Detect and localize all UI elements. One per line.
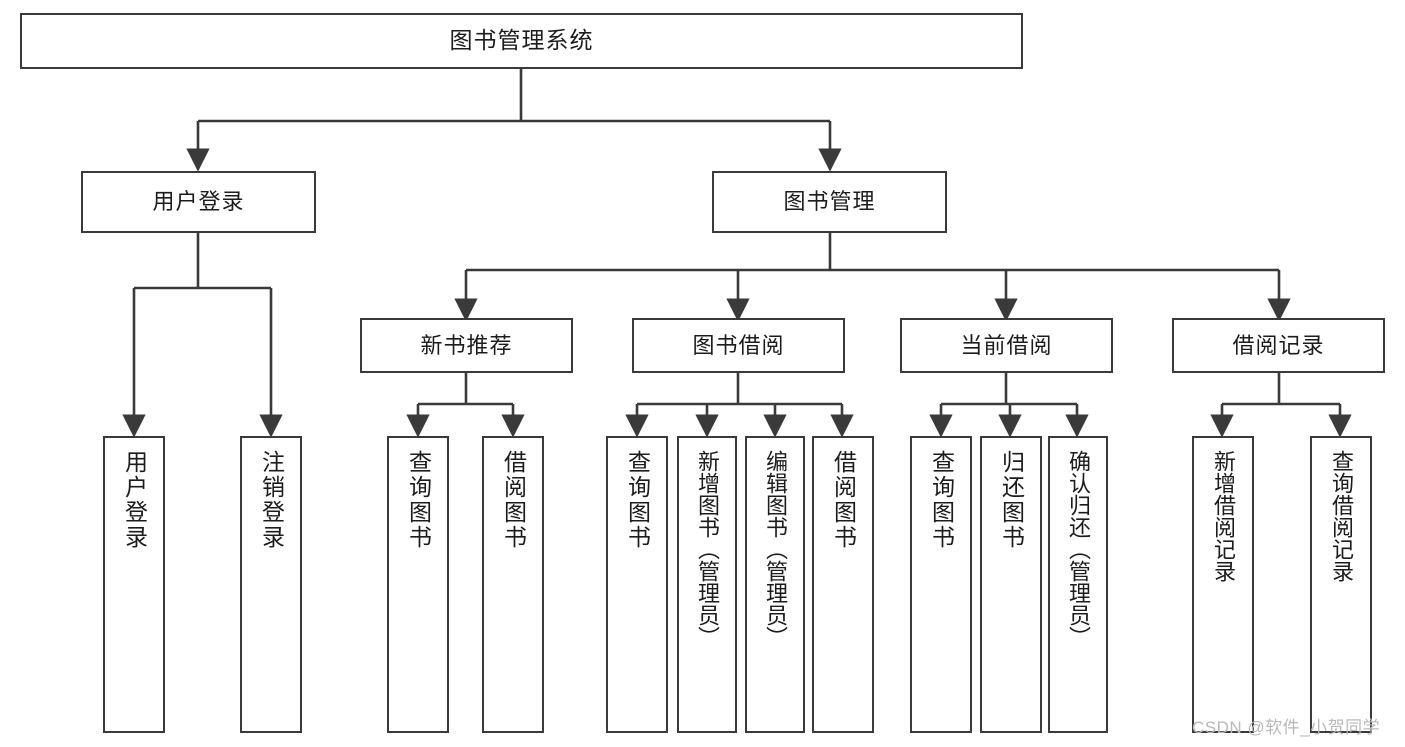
node-root[interactable]: 图书管理系统	[20, 13, 1023, 69]
node-leaf-confirm-return[interactable]: 确认归还（管理员）	[1048, 436, 1108, 733]
node-leaf-confirm-return-label: 确认归还（管理员）	[1066, 450, 1091, 648]
node-leaf-query-book-1-label: 查询图书	[405, 450, 432, 550]
node-leaf-borrow-book-2[interactable]: 借阅图书	[812, 436, 874, 733]
node-leaf-add-book[interactable]: 新增图书（管理员）	[677, 436, 737, 733]
node-book-borrow-label: 图书借阅	[692, 332, 785, 358]
node-leaf-edit-book[interactable]: 编辑图书（管理员）	[745, 436, 805, 733]
node-leaf-query-record-label: 查询借阅记录	[1329, 450, 1354, 582]
node-leaf-add-record[interactable]: 新增借阅记录	[1192, 436, 1254, 733]
node-user-login[interactable]: 用户登录	[81, 171, 316, 233]
node-leaf-logout[interactable]: 注销登录	[240, 436, 302, 733]
node-leaf-user-login[interactable]: 用户登录	[103, 436, 165, 733]
node-leaf-query-book-1[interactable]: 查询图书	[387, 436, 449, 733]
node-new-book-rec[interactable]: 新书推荐	[360, 318, 573, 373]
node-book-manage-label: 图书管理	[783, 189, 876, 215]
node-current-borrow[interactable]: 当前借阅	[900, 318, 1113, 373]
node-leaf-add-book-label: 新增图书（管理员）	[695, 450, 720, 648]
node-new-book-rec-label: 新书推荐	[420, 332, 513, 358]
node-root-label: 图书管理系统	[449, 27, 594, 54]
csdn-watermark: CSDN @软件_小贺同学	[1192, 718, 1381, 737]
node-leaf-query-book-3[interactable]: 查询图书	[910, 436, 972, 733]
node-leaf-return-book[interactable]: 归还图书	[980, 436, 1042, 733]
node-leaf-return-book-label: 归还图书	[998, 450, 1025, 550]
node-leaf-borrow-book-1[interactable]: 借阅图书	[482, 436, 544, 733]
node-book-borrow[interactable]: 图书借阅	[632, 318, 845, 373]
node-leaf-query-record[interactable]: 查询借阅记录	[1310, 436, 1372, 733]
node-leaf-borrow-book-2-label: 借阅图书	[830, 450, 857, 550]
node-leaf-add-record-label: 新增借阅记录	[1211, 450, 1236, 582]
node-user-login-label: 用户登录	[152, 189, 245, 215]
node-borrow-record-label: 借阅记录	[1232, 332, 1325, 358]
node-leaf-query-book-2[interactable]: 查询图书	[606, 436, 668, 733]
node-borrow-record[interactable]: 借阅记录	[1172, 318, 1385, 373]
node-book-manage[interactable]: 图书管理	[712, 171, 947, 233]
node-leaf-user-login-label: 用户登录	[121, 450, 148, 550]
node-leaf-edit-book-label: 编辑图书（管理员）	[763, 450, 788, 648]
node-leaf-query-book-3-label: 查询图书	[928, 450, 955, 550]
node-current-borrow-label: 当前借阅	[960, 332, 1053, 358]
node-leaf-logout-label: 注销登录	[258, 450, 285, 550]
node-leaf-borrow-book-1-label: 借阅图书	[500, 450, 527, 550]
node-leaf-query-book-2-label: 查询图书	[624, 450, 651, 550]
